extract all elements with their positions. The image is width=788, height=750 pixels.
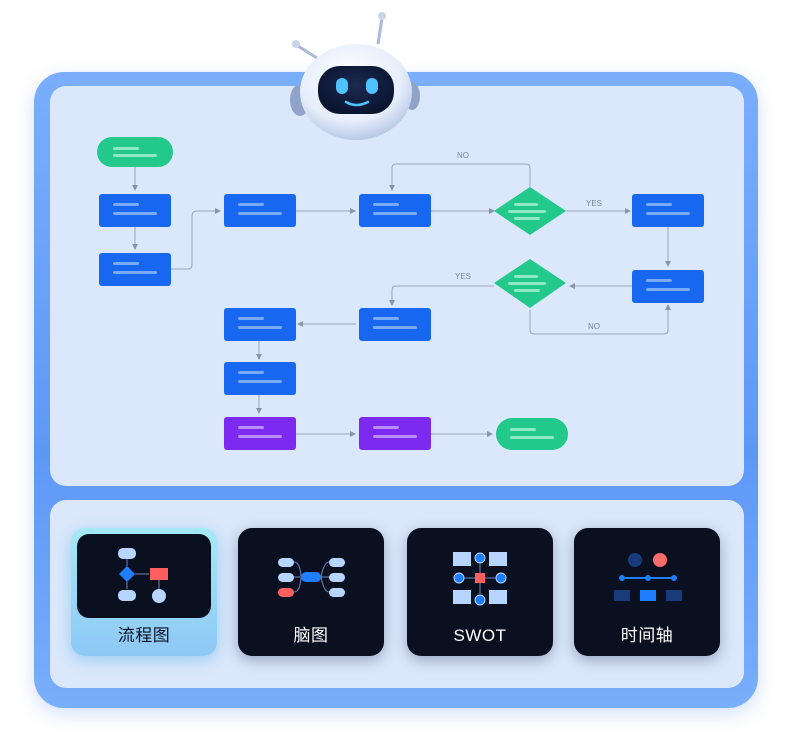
- template-card-flowchart-label: 流程图: [117, 626, 171, 645]
- edge-label-no-bottom: NO: [588, 322, 600, 331]
- mindmap-icon: [278, 558, 345, 597]
- flowchart-diagram: NO YES YES NO: [97, 137, 704, 450]
- template-card-mindmap-label: 脑图: [293, 626, 329, 645]
- template-card-flowchart-preview: [77, 534, 211, 618]
- robot-mascot-icon: [290, 12, 420, 140]
- timeline-icon: [614, 553, 682, 601]
- swot-icon: [453, 552, 507, 606]
- process-node-1[interactable]: [99, 194, 171, 227]
- template-card-swot[interactable]: SWOT: [407, 528, 553, 656]
- process-node-9[interactable]: [224, 362, 296, 395]
- process-node-7[interactable]: [359, 308, 431, 341]
- template-card-flowchart[interactable]: 流程图: [71, 528, 217, 656]
- start-node[interactable]: [97, 137, 173, 167]
- flow-connectors: [132, 163, 671, 437]
- template-card-timeline[interactable]: 时间轴: [574, 528, 720, 656]
- process-node-purple-2[interactable]: [359, 417, 431, 450]
- process-node-8[interactable]: [224, 308, 296, 341]
- template-card-mindmap[interactable]: 脑图: [238, 528, 384, 656]
- process-node-6[interactable]: [632, 270, 704, 303]
- flowchart-icon: [118, 548, 168, 603]
- edge-label-no-top: NO: [457, 151, 469, 160]
- flowchart-canvas: NO YES YES NO: [50, 86, 744, 486]
- decision-node-2[interactable]: [494, 259, 566, 308]
- edge-label-yes-left: YES: [455, 272, 471, 281]
- decision-node-1[interactable]: [494, 187, 566, 235]
- process-node-2[interactable]: [99, 253, 171, 286]
- template-card-swot-label: SWOT: [453, 626, 507, 645]
- template-panel: 流程图 脑图: [50, 500, 744, 688]
- end-node[interactable]: [496, 418, 568, 450]
- edge-label-yes-right: YES: [586, 199, 602, 208]
- process-node-3[interactable]: [224, 194, 296, 227]
- process-node-4[interactable]: [359, 194, 431, 227]
- process-node-5[interactable]: [632, 194, 704, 227]
- template-card-timeline-label: 时间轴: [620, 626, 674, 645]
- process-node-purple-1[interactable]: [224, 417, 296, 450]
